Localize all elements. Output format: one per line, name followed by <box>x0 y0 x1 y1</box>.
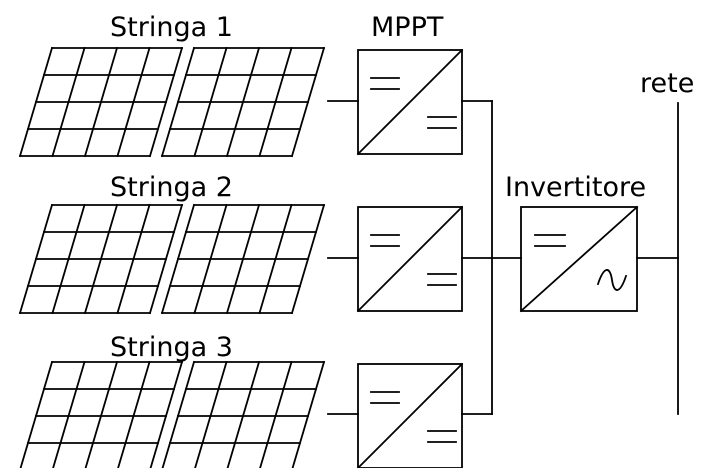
pv-module-s2-1 <box>18 203 184 315</box>
mppt-converter-3 <box>356 362 464 468</box>
pv-module-s1-1 <box>18 46 184 158</box>
pv-module-s3-1 <box>19 360 184 468</box>
string-3-label: Stringa 3 <box>110 332 233 363</box>
wiring <box>327 100 679 415</box>
mppt-label: MPPT <box>371 12 444 43</box>
pv-panels <box>18 46 326 468</box>
inverter-block <box>519 205 639 313</box>
ac-sine-icon <box>596 269 628 291</box>
mppt-converter-2 <box>356 205 464 313</box>
grid-label: rete <box>640 68 694 99</box>
pv-module-s2-2 <box>160 203 326 315</box>
inverter-label: Invertitore <box>505 172 646 203</box>
string-1-label: Stringa 1 <box>110 12 233 43</box>
mppt-converter-1 <box>356 48 464 156</box>
pv-module-s1-2 <box>160 46 326 158</box>
string-2-label: Stringa 2 <box>110 172 233 203</box>
pv-module-s3-2 <box>161 360 326 468</box>
